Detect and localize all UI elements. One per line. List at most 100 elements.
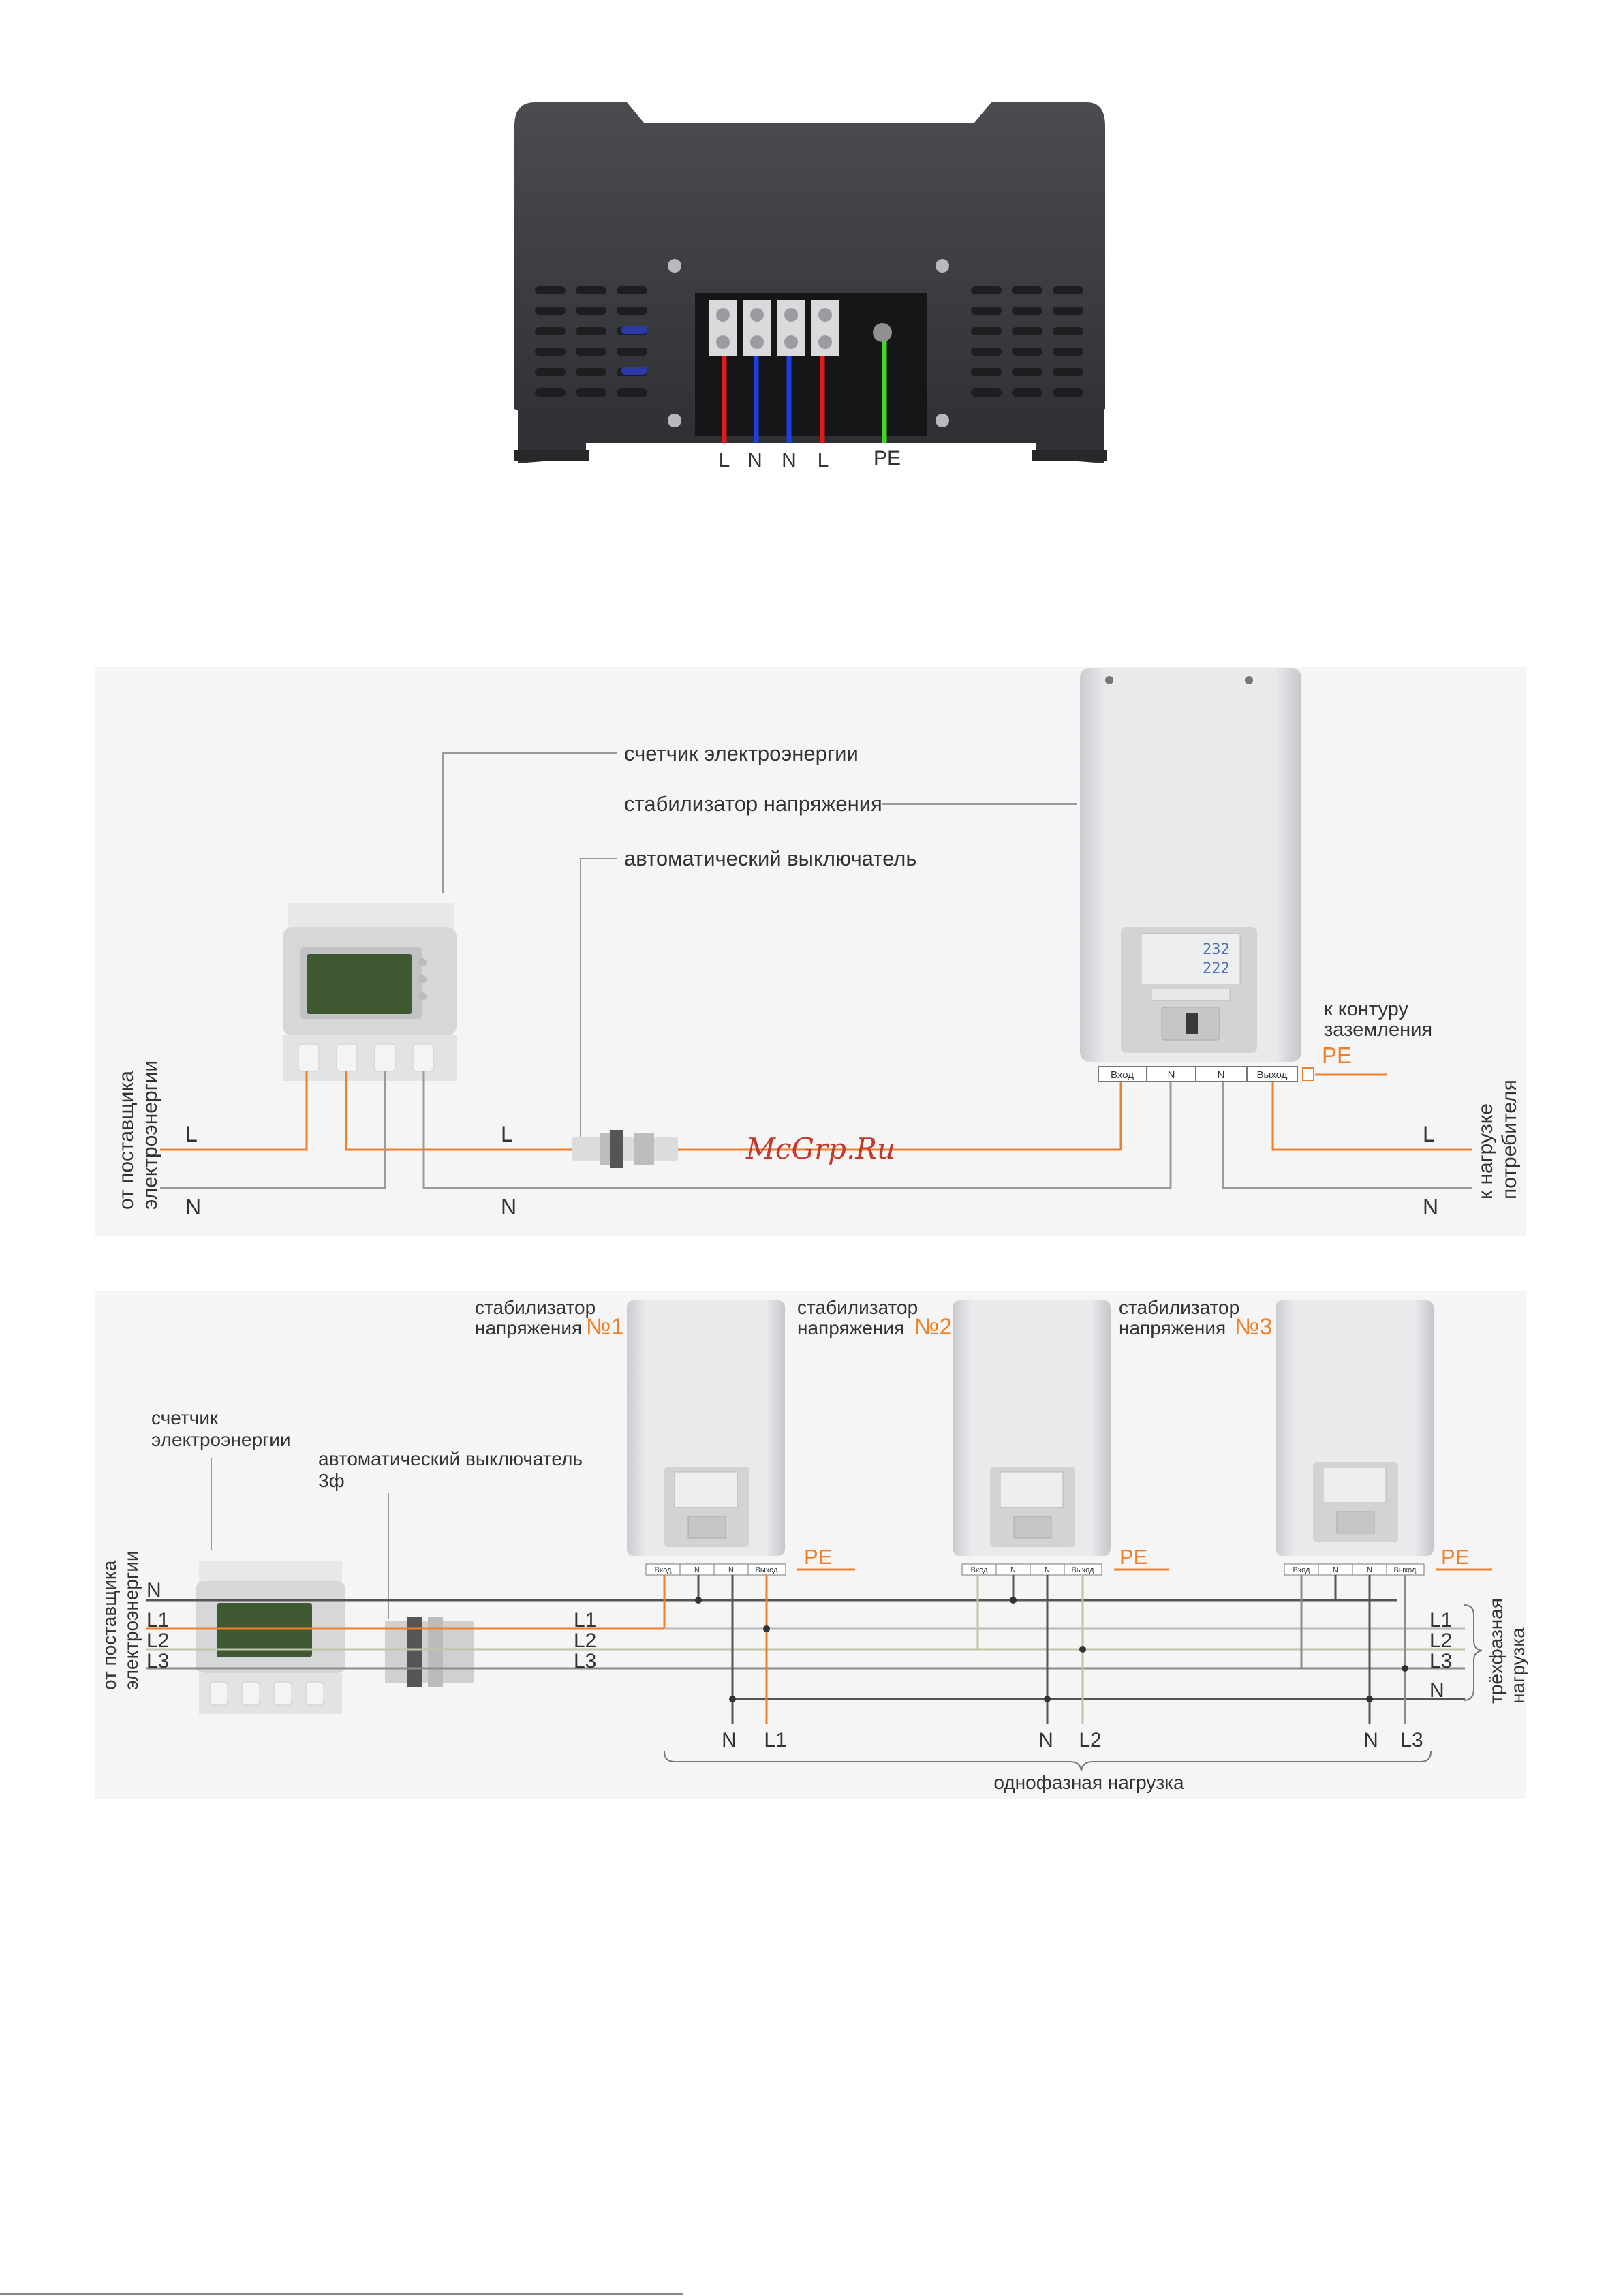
stab1-line1: стабилизатор: [475, 1297, 596, 1318]
input-l3: L3: [146, 1650, 169, 1672]
input-n: N: [146, 1579, 161, 1602]
out-l2: L2: [1429, 1629, 1452, 1652]
phase-wires: [160, 1071, 1472, 1151]
breaker3-label-line1: автоматический выключатель: [318, 1448, 583, 1469]
watermark: McGrp.Ru: [745, 1132, 895, 1165]
s1-n2: N: [728, 1566, 734, 1574]
terminal-blocks: [709, 300, 892, 356]
s1-vhod: Вход: [655, 1566, 672, 1574]
callout-lines: [442, 752, 1077, 1142]
stab2-line2: напряжения: [797, 1317, 904, 1338]
meter-screen: [307, 954, 412, 1014]
stab1-number: №1: [586, 1314, 623, 1340]
breaker3-label: автоматический выключатель 3ф: [318, 1448, 588, 1491]
wire-l-mid: L: [501, 1122, 513, 1146]
to-load-label: к нагрузке потребителя: [1474, 1080, 1521, 1199]
terminal-n-out: N: [1218, 1069, 1225, 1081]
out-l1: L1: [1429, 1609, 1452, 1632]
stab3-line1: стабилизатор: [1119, 1297, 1239, 1318]
s3-n1: N: [1333, 1566, 1338, 1574]
terminal-strip: Вход N N Выход: [1098, 1066, 1314, 1082]
stab3-line2: напряжения: [1119, 1317, 1226, 1338]
terminal-n-in: N: [1168, 1069, 1175, 1081]
meter-label-2-line1: счетчик: [151, 1407, 219, 1428]
from-supplier-label: от поставщика электроэнергии: [115, 1060, 161, 1210]
three-phase-load-label: трёхфазная нагрузка: [1485, 1593, 1528, 1704]
screws: [668, 259, 949, 427]
meter-label-2-line2: электроэнергии: [151, 1429, 291, 1450]
to-load-line2: потребителя: [1498, 1080, 1521, 1199]
from-supplier-label-2: от поставщика электроэнергии: [99, 1550, 142, 1690]
stab2-line1: стабилизатор: [797, 1297, 918, 1318]
sp2-n: N: [1038, 1729, 1053, 1751]
sp1-l: L1: [764, 1729, 786, 1751]
terminal-strips-2: Вход N N Выход Вход N N Выход Вход N N В…: [645, 1563, 1425, 1576]
neutral-wires: [160, 1071, 1472, 1189]
terminal-label-pe: PE: [874, 447, 901, 470]
terminal-vyhod: Выход: [1257, 1069, 1288, 1081]
stab3-number: №3: [1235, 1314, 1272, 1340]
s2-vhod: Вход: [971, 1566, 988, 1574]
stabilizer-unit: 232 222 Вход N N Выход: [1080, 668, 1314, 1082]
callout-meter: счетчик электроэнергии: [624, 741, 859, 765]
terminal-vhod: Вход: [1111, 1069, 1134, 1081]
terminal-photo: L N N L PE: [514, 102, 1107, 472]
from-supplier-line2: электроэнергии: [139, 1060, 161, 1210]
single-phase-load-label: однофазная нагрузка: [993, 1772, 1184, 1793]
pe-label: PE: [1322, 1043, 1352, 1068]
stab3-label: стабилизатор напряжения: [1119, 1297, 1245, 1338]
right-vents: [971, 286, 1083, 397]
wire-n-left: N: [185, 1195, 201, 1219]
ground-label: к контуру заземления: [1324, 998, 1432, 1041]
terminal-wires: [722, 341, 887, 443]
input-l1: L1: [146, 1609, 169, 1632]
stabilizer-units: [627, 1300, 1434, 1556]
s1-n1: N: [694, 1566, 700, 1574]
ground-label-line2: заземления: [1324, 1019, 1432, 1041]
s3-vyhod: Выход: [1394, 1566, 1417, 1574]
sp2-l: L2: [1079, 1729, 1101, 1751]
mid-l3: L3: [574, 1650, 596, 1672]
breaker-3ph: [385, 1617, 474, 1687]
s2-n1: N: [1010, 1566, 1016, 1574]
pe-2: PE: [1119, 1545, 1147, 1569]
from-supplier-line1: от поставщика: [115, 1071, 138, 1210]
stab1-line2: напряжения: [475, 1317, 582, 1338]
three-phase-line2: нагрузка: [1507, 1627, 1528, 1704]
bus-lines: [146, 1575, 1465, 1724]
terminal-label-n2: N: [782, 449, 797, 472]
s3-vhod: Вход: [1293, 1566, 1310, 1574]
input-l2: L2: [146, 1629, 169, 1652]
energy-meter: [283, 903, 457, 1081]
stab2-number: №2: [914, 1314, 952, 1340]
out-n: N: [1429, 1679, 1444, 1702]
display-top: 232: [1203, 941, 1230, 958]
sp3-n: N: [1363, 1729, 1378, 1751]
diagram-three-phase: счетчик электроэнергии автоматический вы…: [95, 1291, 1528, 1799]
pe-3: PE: [1441, 1545, 1469, 1569]
ground-label-line1: к контуру: [1324, 998, 1408, 1020]
junction-dots: [695, 1597, 1408, 1702]
three-phase-brace: [1463, 1604, 1483, 1701]
from-supplier-2-line1: от поставщика: [99, 1560, 120, 1690]
wire-l-right: L: [1423, 1122, 1435, 1146]
to-load-line1: к нагрузке: [1474, 1103, 1497, 1199]
terminal-label-l2: L: [818, 449, 829, 472]
single-phase-brace: [664, 1751, 1432, 1771]
callout-stabilizer: стабилизатор напряжения: [624, 792, 882, 816]
mid-l2: L2: [574, 1629, 596, 1652]
mid-l1: L1: [574, 1609, 596, 1632]
wire-n-mid: N: [501, 1195, 516, 1219]
wire-n-right: N: [1423, 1195, 1438, 1219]
from-supplier-2-line2: электроэнергии: [121, 1550, 142, 1690]
stab2-label: стабилизатор напряжения: [797, 1297, 923, 1338]
meter-label-2: счетчик электроэнергии: [151, 1407, 291, 1450]
out-l3: L3: [1429, 1650, 1452, 1672]
terminal-label-n1: N: [747, 449, 762, 472]
stabilizer-body-bottom: [514, 102, 1105, 443]
s1-vyhod: Выход: [756, 1566, 778, 1574]
pe-1: PE: [804, 1545, 832, 1569]
callout-breaker: автоматический выключатель: [624, 846, 917, 870]
sp1-n: N: [722, 1729, 737, 1751]
